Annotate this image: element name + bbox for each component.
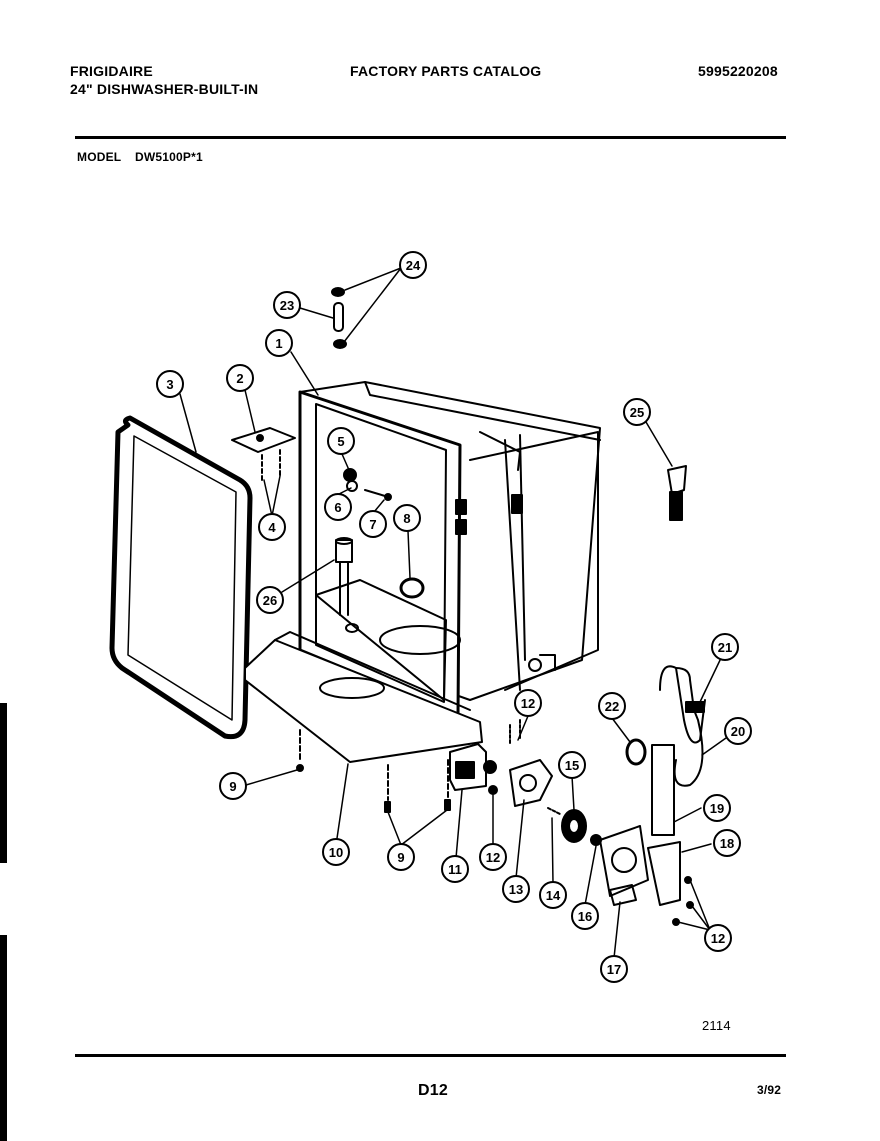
- callout-13: [502, 875, 530, 903]
- model-number: DW5100P*1: [135, 150, 203, 164]
- callout-label: 9: [229, 779, 236, 794]
- figure-number: 2114: [702, 1018, 731, 1033]
- callout-label: 12: [521, 696, 535, 711]
- callout-9a: [219, 772, 247, 800]
- mounting-plate: [590, 825, 649, 906]
- fill-fitting: [343, 468, 392, 501]
- callout-17: [600, 955, 628, 983]
- callout-label: 24: [406, 258, 421, 273]
- callout-label: 21: [718, 640, 732, 655]
- switch-bracket: [483, 719, 553, 807]
- callout-label: 1: [275, 336, 282, 351]
- callout-label: 22: [605, 699, 619, 714]
- callout-20: [724, 717, 752, 745]
- callout-23: [273, 291, 301, 319]
- top-fitting: [331, 287, 347, 349]
- callout-label: 5: [337, 434, 344, 449]
- catalog-date: 3/92: [757, 1083, 782, 1097]
- callout-1: [265, 329, 293, 357]
- tub-assembly: [298, 381, 601, 717]
- callout-label: 17: [607, 962, 621, 977]
- callout-label: 2: [236, 371, 243, 386]
- callout-label: 3: [166, 377, 173, 392]
- product-name: 24" DISHWASHER-BUILT-IN: [70, 81, 259, 97]
- hose-coupling: [667, 465, 687, 521]
- header-rule: [75, 136, 786, 139]
- callout-24: [399, 251, 427, 279]
- callout-6: [324, 493, 352, 521]
- callout-label: 7: [369, 517, 376, 532]
- callout-label: 25: [630, 405, 644, 420]
- catalog-number: 5995220208: [698, 63, 778, 79]
- gear-wheel: [547, 807, 587, 843]
- callout-9b: [387, 843, 415, 871]
- callout-12b: [479, 843, 507, 871]
- scan-edge-mark-top: [0, 703, 7, 863]
- callout-15: [558, 751, 586, 779]
- callout-label: 12: [486, 850, 500, 865]
- callout-21: [711, 633, 739, 661]
- callout-12c: [704, 924, 732, 952]
- hinge-bracket: [231, 427, 296, 481]
- float-switch: [335, 537, 359, 633]
- model-label: MODEL: [77, 150, 122, 164]
- callout-label: 4: [268, 520, 276, 535]
- callout-2: [226, 364, 254, 392]
- callout-3: [156, 370, 184, 398]
- leader-lines: [179, 267, 727, 959]
- hose-assembly: [625, 665, 706, 926]
- callout-label: 8: [403, 511, 410, 526]
- callout-bubbles: [156, 251, 752, 983]
- callout-label: 12: [711, 931, 725, 946]
- callout-label: 18: [720, 836, 734, 851]
- toe-kick-plate: [244, 631, 483, 801]
- callout-14: [539, 881, 567, 909]
- callout-label: 10: [329, 845, 343, 860]
- callout-16: [571, 902, 599, 930]
- door-latch: [449, 743, 487, 791]
- callout-label: 14: [546, 888, 561, 903]
- footer-rule: [75, 1054, 786, 1057]
- callout-25: [623, 398, 651, 426]
- drain-nut: [399, 577, 425, 599]
- callout-4: [258, 513, 286, 541]
- callout-18: [713, 829, 741, 857]
- callout-label: 11: [448, 862, 462, 877]
- callout-19: [703, 794, 731, 822]
- callout-label: 13: [509, 882, 523, 897]
- callout-label: 23: [280, 298, 294, 313]
- callout-5: [327, 427, 355, 455]
- callout-label: 26: [263, 593, 277, 608]
- brand-name: FRIGIDAIRE: [70, 63, 153, 79]
- callout-8: [393, 504, 421, 532]
- callout-12a: [514, 689, 542, 717]
- callout-label: 16: [578, 909, 592, 924]
- callout-label: 15: [565, 758, 579, 773]
- callout-10: [322, 838, 350, 866]
- callout-label: 20: [731, 724, 745, 739]
- callout-22: [598, 692, 626, 720]
- scan-edge-mark-bottom: [0, 935, 7, 1141]
- callout-7: [359, 510, 387, 538]
- page-code: D12: [418, 1082, 448, 1099]
- callout-label: 6: [334, 500, 341, 515]
- callout-label: 19: [710, 801, 724, 816]
- callout-26: [256, 586, 284, 614]
- catalog-title: FACTORY PARTS CATALOG: [350, 63, 542, 79]
- callout-11: [441, 855, 469, 883]
- callout-label: 9: [397, 850, 404, 865]
- door-gasket: [109, 415, 253, 740]
